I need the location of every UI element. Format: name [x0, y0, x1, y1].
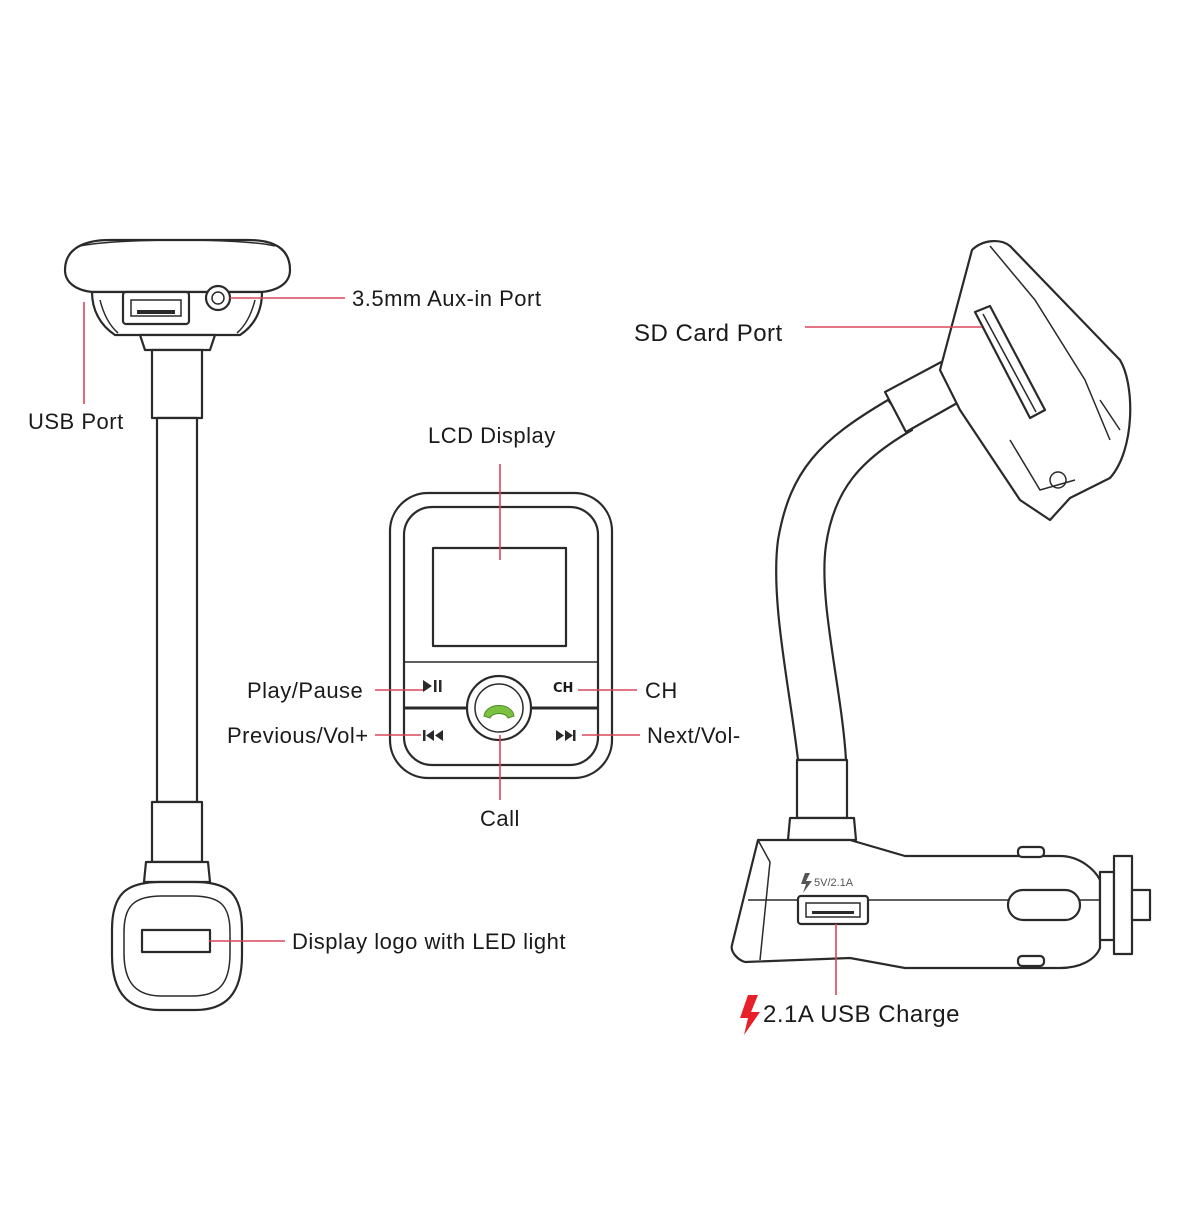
- right-device: 5V/2.1A: [730, 240, 1152, 970]
- previous-icon: [423, 730, 443, 741]
- aux-port-label: 3.5mm Aux-in Port: [352, 286, 542, 311]
- lightning-bolt-icon: [740, 995, 760, 1035]
- front-panel-device: CH: [388, 491, 614, 780]
- usb-port-icon: [121, 290, 191, 326]
- aux-jack-icon: [204, 284, 232, 312]
- usb-charge-port-icon: [796, 894, 870, 926]
- play-pause-icon: [423, 680, 442, 692]
- lcd-screen: [431, 546, 568, 648]
- charge-rating-marking: 5V/2.1A: [814, 877, 854, 889]
- lcd-display-label: LCD Display: [428, 423, 556, 448]
- usb-port-label: USB Port: [28, 409, 124, 434]
- phone-icon: [483, 705, 515, 719]
- previous-vol-label: Previous/Vol+: [227, 723, 369, 748]
- play-pause-label: Play/Pause: [247, 678, 364, 703]
- display-logo-label: Display logo with LED light: [292, 929, 566, 954]
- small-bolt-icon: [801, 873, 812, 893]
- ch-label: CH: [645, 678, 678, 703]
- next-vol-label: Next/Vol-: [647, 723, 741, 748]
- sd-card-port-label: SD Card Port: [634, 320, 783, 347]
- sd-card-slot-icon: [973, 304, 1047, 420]
- ch-button-label: CH: [553, 681, 573, 696]
- left-device: [63, 238, 292, 1012]
- led-logo-icon: [140, 928, 212, 954]
- next-icon: [556, 730, 576, 741]
- usb-charge-label: 2.1A USB Charge: [763, 1001, 960, 1028]
- leader-lines: [83, 297, 982, 995]
- logo-base: [110, 880, 244, 1012]
- call-label: Call: [480, 806, 520, 831]
